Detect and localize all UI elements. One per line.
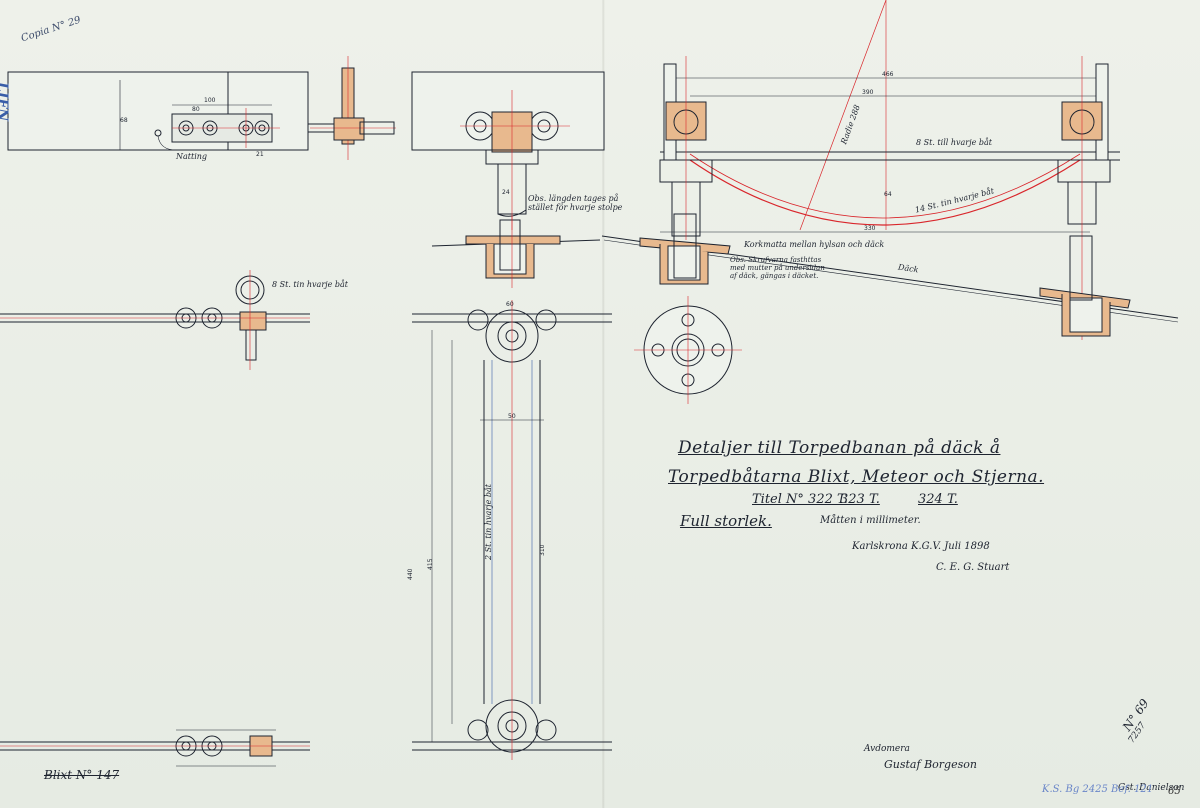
flange-plan-view — [634, 296, 742, 404]
dim-21: 21 — [256, 151, 264, 158]
title-line-1: Detaljer till Torpedbanan på däck å — [678, 438, 1001, 458]
left-rail-with-eyebolt — [0, 270, 310, 370]
title-sub-324: 324 T. — [918, 492, 958, 507]
dim-24: 24 — [502, 189, 510, 196]
stamp-lifn: LIFN — [0, 82, 10, 122]
note-obs-length: Obs. längden tages på stället för hvarje… — [528, 194, 623, 212]
note-8st-right: 8 St. till hvarje båt — [916, 138, 992, 147]
page-number: 65 — [1168, 786, 1181, 797]
dim-64: 64 — [884, 191, 892, 198]
signature-role: Avdomera — [864, 744, 910, 754]
blixt-label: Blixt N° 147 — [44, 768, 120, 782]
dim-68: 68 — [120, 117, 128, 124]
central-vertical-frame — [412, 300, 612, 760]
title-sub-323: 323 T. — [840, 492, 880, 507]
author-name: C. E. G. Stuart — [936, 562, 1010, 573]
dim-415: 415 — [427, 558, 434, 570]
place-date: Karlskrona K.G.V. Juli 1898 — [852, 541, 990, 552]
title-sub-322: Titel N° 322 T. — [752, 492, 848, 507]
right-top-stanchions — [601, 0, 1179, 340]
dim-390: 390 — [862, 89, 874, 96]
dim-100: 100 — [204, 97, 216, 104]
note-korkmatta: Korkmatta mellan hylsan och däck — [744, 240, 885, 249]
units-label: Måtten i millimeter. — [820, 515, 921, 526]
bracket-side-view — [307, 56, 396, 160]
top-left-rail-view — [7, 71, 309, 151]
catalog-number: K.S. Bg 2425 Bef. 121 — [1042, 784, 1154, 795]
scale-label: Full storlek. — [680, 512, 772, 530]
note-2st: 2 St. tin hvarje båt — [484, 483, 493, 560]
note-8st-left: 8 St. tin hvarje båt — [272, 280, 349, 289]
dim-440: 440 — [407, 568, 414, 580]
note-natting: Natting — [176, 152, 208, 161]
bottom-left-rail — [0, 729, 310, 767]
dim-50: 50 — [508, 413, 516, 420]
title-line-2: Torpedbåtarna Blixt, Meteor och Stjerna. — [668, 467, 1045, 487]
dim-466: 466 — [882, 71, 894, 78]
dim-80: 80 — [192, 106, 200, 113]
signature-name: Gustaf Borgeson — [884, 758, 977, 771]
note-obs-skrufvarna: Obs. Skrufvarna fasthttas med mutter på … — [730, 256, 825, 280]
signature-right: Gst. Danielson — [1118, 783, 1185, 793]
dim-330: 330 — [864, 225, 876, 232]
middle-top-post — [411, 71, 605, 288]
dim-60: 60 — [506, 301, 514, 308]
dim-310: 310 — [539, 544, 546, 556]
